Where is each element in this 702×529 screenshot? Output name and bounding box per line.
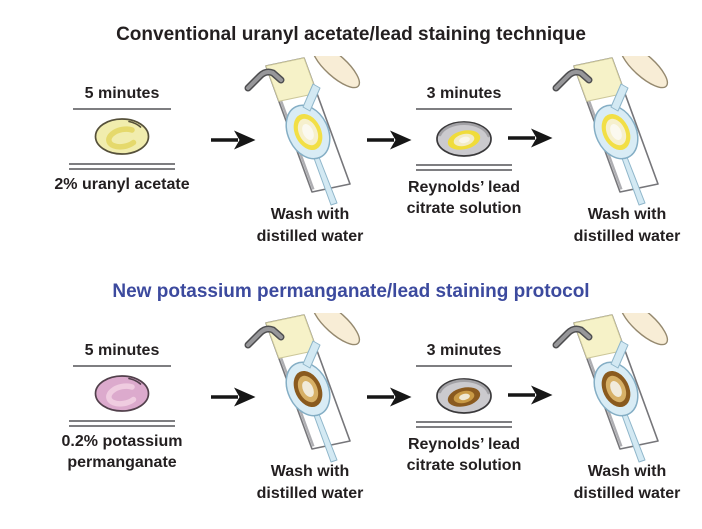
reagent-line: Reynolds’ lead — [407, 179, 521, 196]
wash-illustration — [244, 56, 362, 208]
lead-citrate-step: 3 minutes Reynolds’ lead citrate solutio… — [384, 84, 544, 219]
wash-illustration — [552, 56, 670, 208]
stain-duration: 5 minutes — [84, 85, 160, 102]
wash-caption-line: Wash with — [587, 206, 667, 223]
stain-droplet-illustration — [95, 119, 149, 154]
stain-reagent-label: 2% uranyl acetate — [42, 174, 202, 195]
arrow-right-icon — [507, 127, 553, 149]
stain-step: 5 minutes 0.2% potassium permanganate — [42, 341, 202, 473]
reagent-line: Reynolds’ lead — [407, 436, 521, 453]
stain-step: 5 minutes 2% uranyl acetate — [42, 84, 202, 195]
reagent-line: citrate solution — [406, 200, 522, 217]
wash-caption: Wash with distilled water — [225, 461, 395, 505]
wash-caption-line: Wash with — [270, 206, 350, 223]
lead-duration: 3 minutes — [426, 342, 502, 359]
reagent-line: permanganate — [67, 454, 177, 471]
lead-duration: 3 minutes — [426, 85, 502, 102]
wash-illustration — [244, 313, 362, 465]
protocol-conventional: Conventional uranyl acetate/lead stainin… — [0, 18, 702, 270]
wash-illustration — [552, 313, 670, 465]
wash-caption-line: Wash with — [587, 463, 667, 480]
wash-caption-line: distilled water — [256, 228, 364, 245]
double-rule — [69, 163, 175, 170]
stain-duration: 5 minutes — [84, 342, 160, 359]
lead-citrate-step: 3 minutes Reynolds’ lead citrate solutio… — [384, 341, 544, 476]
wash-caption-line: distilled water — [573, 228, 681, 245]
lead-reagent-label: Reynolds’ lead citrate solution — [384, 177, 544, 219]
lead-reagent-label: Reynolds’ lead citrate solution — [384, 434, 544, 476]
protocol-title: Conventional uranyl acetate/lead stainin… — [116, 24, 586, 45]
reagent-line: 0.2% potassium — [61, 433, 183, 450]
reagent-line: 2% uranyl acetate — [54, 176, 190, 193]
duration-rule — [416, 108, 512, 110]
wash-caption: Wash with distilled water — [225, 204, 395, 248]
duration-rule — [416, 365, 512, 367]
wash-caption: Wash with distilled water — [542, 461, 702, 505]
arrow-right-icon — [507, 384, 553, 406]
lead-citrate-dish-illustration — [435, 377, 493, 415]
stain-reagent-label: 0.2% potassium permanganate — [42, 431, 202, 473]
wash-caption-line: distilled water — [256, 485, 364, 502]
wash-caption: Wash with distilled water — [542, 204, 702, 248]
duration-rule — [73, 365, 171, 367]
reagent-line: citrate solution — [406, 457, 522, 474]
double-rule — [69, 420, 175, 427]
wash-caption-line: distilled water — [573, 485, 681, 502]
protocol-title: New potassium permanganate/lead staining… — [112, 281, 590, 302]
double-rule — [416, 421, 512, 428]
protocol-new: New potassium permanganate/lead staining… — [0, 275, 702, 527]
double-rule — [416, 164, 512, 171]
lead-citrate-dish-illustration — [435, 120, 493, 158]
wash-caption-line: Wash with — [270, 463, 350, 480]
stain-droplet-illustration — [95, 376, 149, 411]
duration-rule — [73, 108, 171, 110]
